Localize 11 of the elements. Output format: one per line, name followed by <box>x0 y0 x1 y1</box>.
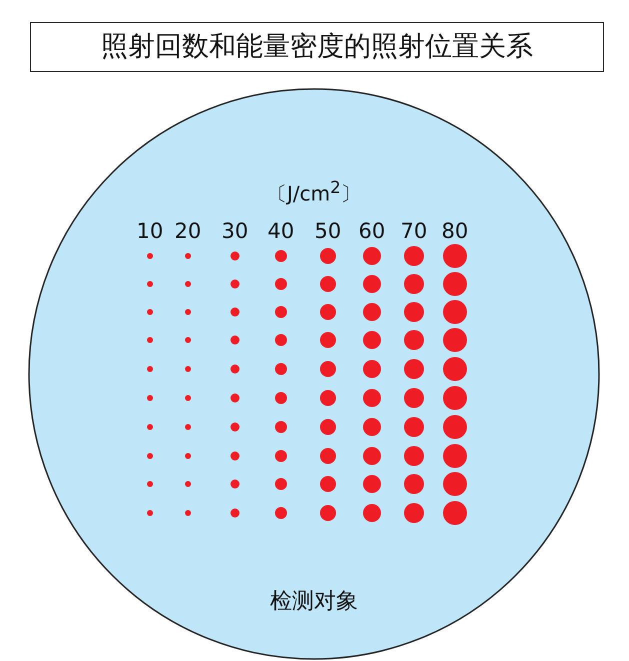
column-label: 50 <box>314 219 342 243</box>
column-label: 30 <box>222 219 248 243</box>
column-label: 60 <box>358 219 386 243</box>
column-label: 70 <box>400 219 428 243</box>
column-label: 10 <box>136 219 164 243</box>
unit-label: 〔J/cm$^{2}$〕 <box>267 178 361 208</box>
target-label: 检测对象 <box>270 588 358 616</box>
title: 照射回数和能量密度的照射位置关系 <box>30 22 604 72</box>
column-label: 40 <box>268 219 294 243</box>
column-label: 80 <box>442 219 468 243</box>
column-label: 20 <box>174 219 202 243</box>
